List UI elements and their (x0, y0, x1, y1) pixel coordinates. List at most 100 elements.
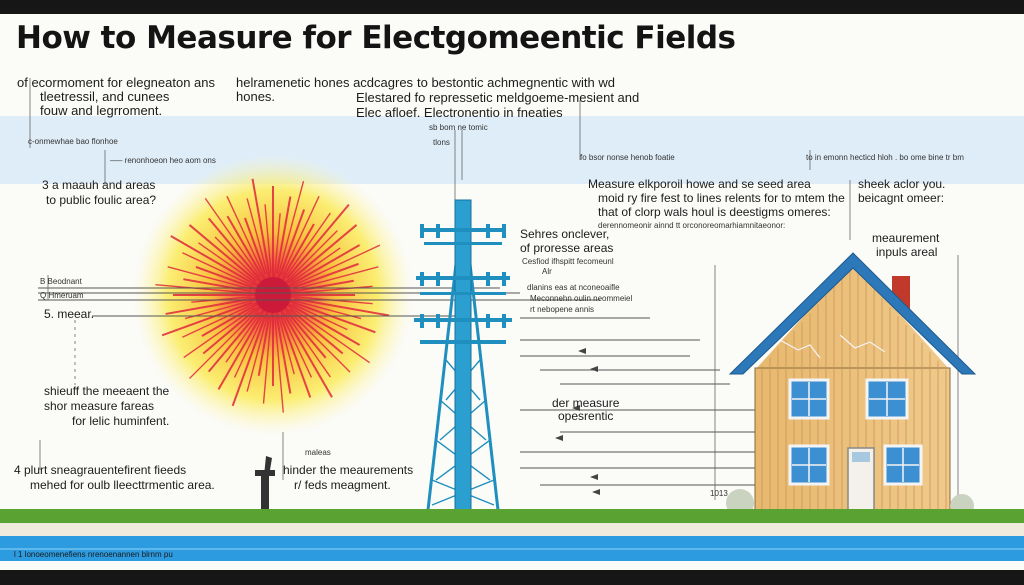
sun-ray (282, 212, 331, 281)
header-mid-note-2: hones. (236, 89, 276, 104)
sun-ray (165, 297, 256, 315)
insulator (420, 272, 424, 286)
scale-label: 1013 (710, 489, 728, 498)
arrow-marker (578, 348, 586, 354)
sun-burst (133, 155, 413, 435)
transmission-tower (396, 199, 526, 525)
sun-ray (281, 195, 320, 276)
sun-ray (279, 306, 333, 398)
left-small-label-2: Q Hmeruam (40, 291, 84, 300)
sun-ray (226, 215, 267, 284)
house-windows (788, 378, 923, 486)
bottom-caption: l 1 lonoeomenefiens nrenoenannen blrnm p… (14, 550, 173, 559)
sun-ray (161, 301, 253, 337)
insulator (486, 314, 490, 328)
sun-ray (284, 244, 361, 289)
sun-ray (294, 297, 390, 317)
bottom-left-note-1: 4 plurt sneagrauentefirent fieeds (14, 463, 187, 477)
sun-ray (279, 311, 313, 378)
insulator (502, 224, 506, 238)
left-measure-label: 5. meear. (44, 307, 95, 321)
sun-ray (290, 247, 341, 283)
right-block-note-4: derennomeonir ainnd tt orconoreomarhiamn… (598, 221, 786, 230)
sun-ray (282, 230, 338, 286)
arrow-marker (572, 405, 580, 411)
insulator (420, 314, 424, 328)
sun-ray (233, 314, 265, 378)
sun-ray (184, 297, 260, 320)
sun-ray (278, 209, 306, 279)
tower-small-note: maleas (305, 448, 331, 457)
sun-ray (231, 311, 268, 407)
right-block-note-1: Measure elkporoil howe and se seed area (588, 177, 811, 191)
mid-note-3: Cesfiod ifhspitt fecomeunl (522, 257, 614, 266)
sun-ray (251, 178, 271, 278)
right-block-note-3: that of clorp wals houl is deestigms ome… (598, 205, 831, 219)
crack-lines (779, 334, 886, 359)
sun-ray (285, 312, 331, 378)
sun-ray (188, 224, 257, 282)
sun-ray (273, 213, 281, 278)
insulator (486, 224, 490, 238)
insulator (486, 272, 490, 286)
sun-ray (275, 180, 305, 282)
sun-ray (155, 284, 256, 295)
sun-ray (293, 262, 359, 289)
sun-note-2: to public foulic area? (46, 193, 157, 207)
house-note-1: sheek aclor you. (858, 177, 946, 191)
tower-bottom-note-1: hinder the meaurements (283, 463, 414, 477)
sun-ray (217, 306, 267, 390)
mid-note-4: Alr (542, 267, 552, 276)
arrow-marker (555, 435, 563, 441)
sun-ray (182, 252, 254, 287)
sun-ray (214, 236, 264, 286)
sun-ray (195, 266, 257, 290)
sun-ray (202, 305, 260, 355)
house-note-3: meaurement (872, 231, 940, 245)
header-left-note-3: fouw and legrroment. (40, 103, 163, 118)
emf-probe (255, 456, 275, 512)
sun-ray (289, 244, 381, 289)
sun-ray (274, 316, 284, 413)
sun-ray (287, 304, 371, 364)
sun-ray (246, 308, 271, 392)
band-right-label: to in emonn hecticd hloh . bo ome bine t… (806, 153, 964, 162)
sun-ray (201, 301, 262, 337)
left-bottom-note-1: shieuff the meeaent the (44, 384, 170, 398)
sun-ray (246, 198, 271, 282)
header-right-note-1: to bestontic achmegnentic with wd (417, 75, 615, 90)
light-blue-band (0, 116, 1024, 184)
top-letterbox-bar (0, 0, 1024, 14)
sun-ray (264, 204, 272, 274)
right-block-note-2: moid ry fire fest to lines relents for t… (598, 191, 845, 205)
guide-lines (29, 78, 959, 500)
sun-ray (204, 197, 261, 278)
mid-list-item-1: dlanins eas at nconeoaifle (527, 283, 620, 292)
page-title: How to Measure for Electgomeentic Fields (16, 20, 736, 56)
left-bottom-note-2: shor measure fareas (44, 399, 155, 413)
door-glass (852, 452, 870, 462)
mid-note-1: Sehres onclever, (520, 227, 610, 241)
ground-stripe (0, 523, 1024, 536)
insulator (502, 272, 506, 286)
sun-ray (294, 285, 373, 294)
sun-ray (290, 279, 354, 293)
sun-ray (244, 217, 267, 275)
arrow-markers (555, 348, 600, 495)
sun-ray (182, 301, 257, 338)
roof (728, 252, 977, 375)
sun-core (255, 277, 291, 313)
house (726, 252, 977, 519)
sun-ray (191, 296, 252, 303)
sun-ray (167, 266, 260, 293)
mid-list-item-3: rt nebopene annis (530, 305, 595, 314)
bottom-letterbox-bar (0, 570, 1024, 585)
header-left-note-2: tleetressil, and cunees (40, 89, 170, 104)
der-measure-note-1: der measure (552, 396, 620, 410)
tower-insulators (420, 224, 506, 328)
insulator (436, 314, 440, 328)
header-right-note-3: Elec afloef. Electronentio in fneaties (356, 105, 563, 120)
sun-ray (283, 308, 327, 359)
insulator (502, 314, 506, 328)
